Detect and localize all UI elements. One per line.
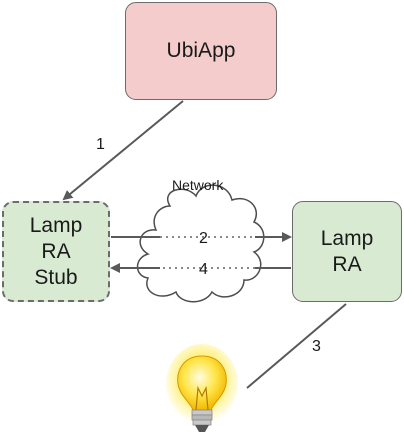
lamp-ra-stub-node: Lamp RA Stub	[2, 201, 110, 302]
light-bulb-icon	[166, 344, 238, 432]
edge-1-arrow	[62, 100, 184, 201]
network-label: Network	[172, 177, 224, 193]
lamp-ra-node: Lamp RA	[292, 201, 402, 302]
lamp-ra-label-line-2: RA	[332, 252, 362, 276]
edge-3-line	[246, 303, 347, 389]
edge-4-label: 4	[199, 261, 208, 278]
stub-label-line-1: Lamp	[29, 213, 83, 237]
ubiapp-label: UbiApp	[166, 39, 236, 62]
stub-label-line-2: RA	[41, 239, 71, 263]
edge-1-label: 1	[96, 136, 105, 153]
edge-3-label: 3	[312, 338, 321, 355]
lamp-ra-label-line-1: Lamp	[320, 226, 374, 250]
ubiapp-node: UbiApp	[125, 2, 277, 100]
edge-2-label: 2	[199, 230, 208, 247]
network-cloud	[136, 184, 265, 303]
stub-label-line-3: Stub	[34, 265, 78, 289]
